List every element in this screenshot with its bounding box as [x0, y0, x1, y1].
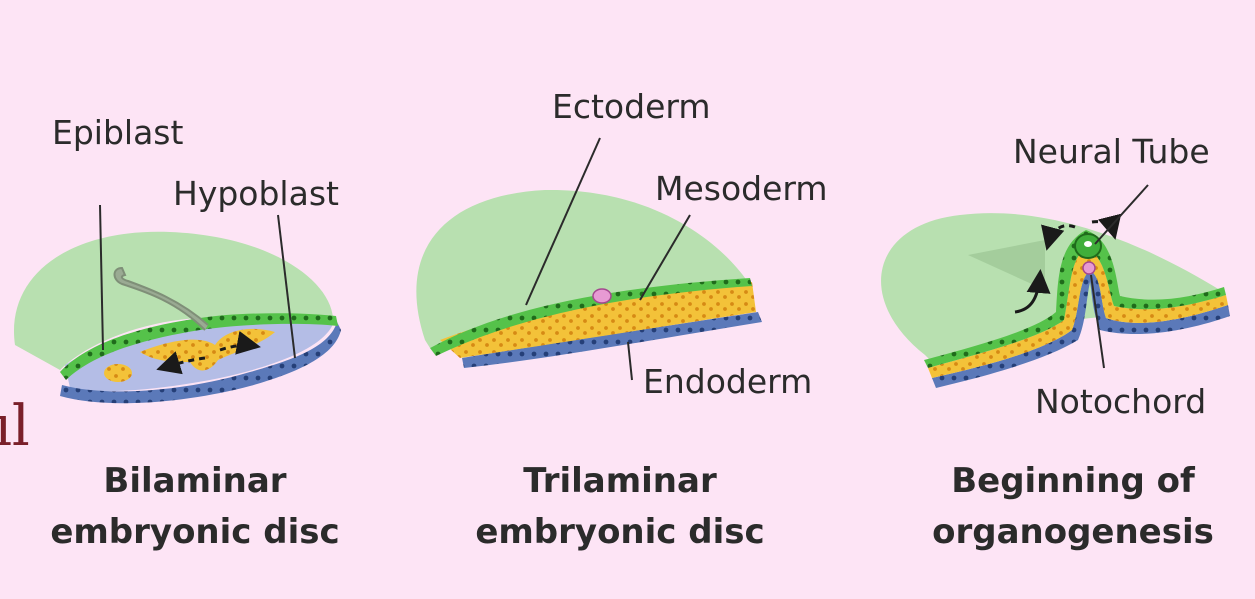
label-epiblast: Epiblast — [52, 113, 183, 152]
label-endoderm: Endoderm — [643, 362, 812, 401]
mesoderm-cell-cluster — [104, 364, 132, 382]
label-hypoblast: Hypoblast — [173, 174, 339, 213]
neural-tube-leader-line — [1095, 185, 1148, 244]
caption-bilaminar-line1: Bilaminar — [103, 461, 286, 501]
neural-tube-lumen — [1084, 241, 1092, 247]
caption-trilaminar-line1: Trilaminar — [523, 461, 717, 501]
edge-text-fragment: ıl — [0, 394, 30, 459]
label-mesoderm: Mesoderm — [655, 169, 828, 208]
caption-organogenesis-line2: organogenesis — [932, 512, 1214, 552]
panel-organogenesis: Neural Tube Notochord Beginning of organ… — [881, 132, 1230, 552]
label-neural-tube: Neural Tube — [1013, 132, 1210, 171]
panel-trilaminar: Ectoderm Mesoderm Endoderm Trilaminar em… — [416, 87, 827, 552]
caption-bilaminar-line2: embryonic disc — [50, 512, 339, 552]
caption-organogenesis-line1: Beginning of — [951, 461, 1196, 501]
label-notochord: Notochord — [1035, 382, 1206, 421]
panel-bilaminar: Epiblast Hypoblast Bilaminar embryonic d… — [14, 113, 341, 552]
notochord-cell — [593, 289, 611, 303]
caption-trilaminar-line2: embryonic disc — [475, 512, 764, 552]
label-ectoderm: Ectoderm — [552, 87, 711, 126]
notochord — [1083, 262, 1095, 274]
endoderm-leader-line — [628, 342, 632, 380]
